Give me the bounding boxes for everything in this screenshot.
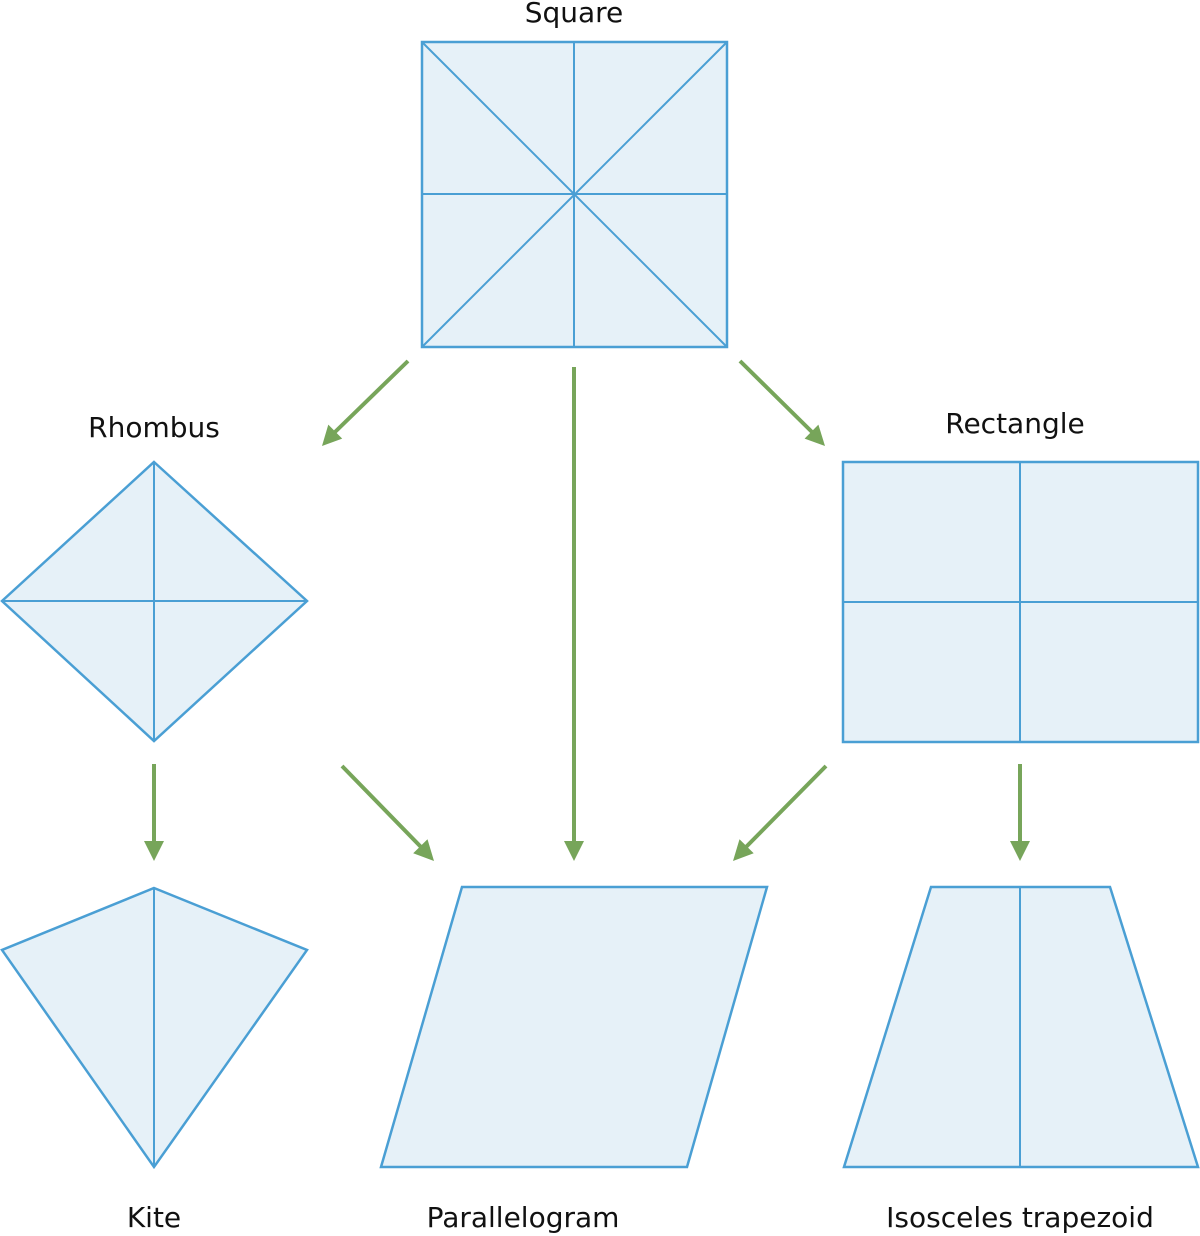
arrow-rhombus-to-parallelogram <box>340 764 434 861</box>
rectangle-label: Rectangle <box>945 407 1084 440</box>
arrow-rectangle-to-parallelogram <box>733 764 828 861</box>
rhombus-label: Rhombus <box>88 411 220 444</box>
parallelogram-shape <box>379 885 769 1169</box>
arrow-square-to-rhombus <box>322 359 410 446</box>
square-shape <box>420 40 729 349</box>
parallelogram-label: Parallelogram <box>427 1201 620 1234</box>
rectangle-shape <box>841 460 1200 744</box>
arrow-rhombus-to-kite <box>144 764 164 861</box>
kite-label: Kite <box>127 1201 181 1234</box>
arrow-rectangle-to-isosceles-trapezoid <box>1010 764 1030 861</box>
kite-shape <box>0 886 309 1170</box>
isosceles-trapezoid-label: Isosceles trapezoid <box>886 1201 1154 1234</box>
isosceles-trapezoid-shape <box>842 885 1200 1169</box>
arrow-square-to-rectangle <box>738 359 825 446</box>
rhombus-shape <box>0 460 309 743</box>
square-label: Square <box>525 0 624 29</box>
arrow-square-to-parallelogram <box>564 367 584 861</box>
